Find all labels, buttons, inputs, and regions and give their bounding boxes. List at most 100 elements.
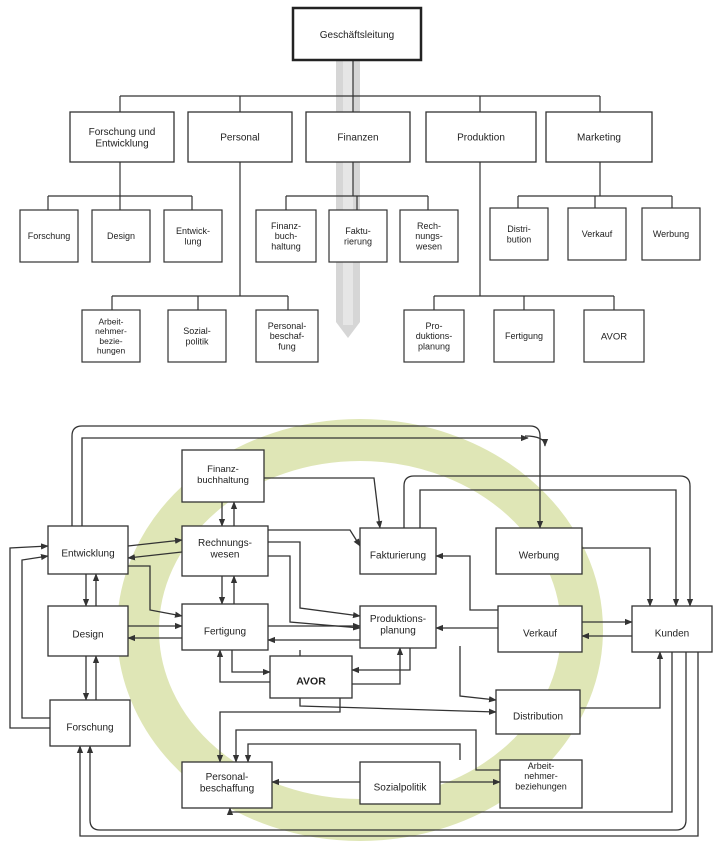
- org-unit-box[interactable]: Rech-nungs-wesen: [399, 209, 459, 263]
- org-unit-label: Werbung: [653, 229, 689, 239]
- label-line: Rech-: [417, 221, 441, 231]
- org-unit-box[interactable]: Forschung: [19, 209, 79, 263]
- org-unit-box[interactable]: AVOR: [583, 309, 645, 363]
- label-line: nungs-: [415, 231, 443, 241]
- org-unit-label: Design: [107, 231, 135, 241]
- node-label: Entwicklung: [61, 549, 114, 560]
- node-design[interactable]: Design: [47, 605, 129, 657]
- node-rechnungswesen[interactable]: Rechnungs-wesen: [181, 525, 269, 577]
- org-dept-box[interactable]: Personal: [187, 111, 293, 163]
- org-unit-box[interactable]: Arbeit-nehmer-bezie-hungen: [81, 309, 141, 363]
- label-line: Entwicklung: [61, 549, 114, 560]
- node-distribution[interactable]: Distribution: [495, 689, 581, 735]
- label-line: Fakturierung: [370, 551, 426, 562]
- label-line: beziehungen: [515, 782, 567, 792]
- label-line: Design: [107, 231, 135, 241]
- label-line: Forschung: [28, 231, 71, 241]
- node-label: Distribution: [513, 712, 563, 723]
- node-produktionsplanung[interactable]: Produktions-planung: [359, 605, 437, 649]
- label-line: bezie-: [99, 336, 122, 346]
- label-line: bution: [507, 234, 532, 244]
- label-line: Sozial-: [183, 326, 211, 336]
- org-root-label: Geschäftsleitung: [320, 30, 395, 41]
- org-dept-box[interactable]: Marketing: [545, 111, 653, 163]
- node-verkauf[interactable]: Verkauf: [497, 605, 583, 653]
- label-line: Finanz-: [207, 464, 239, 475]
- node-label: Arbeit-nehmer-beziehungen: [515, 761, 567, 792]
- label-line: nehmer-: [95, 326, 127, 336]
- org-unit-label: Entwick-lung: [176, 226, 210, 246]
- label-line: Faktu-: [345, 226, 371, 236]
- label-line: duktions-: [416, 331, 453, 341]
- node-label: Kunden: [655, 629, 689, 640]
- label-line: Kunden: [655, 629, 689, 640]
- node-label: AVOR: [296, 676, 326, 688]
- org-unit-label: Fertigung: [505, 331, 543, 341]
- org-unit-label: Forschung: [28, 231, 71, 241]
- org-unit-label: Arbeit-nehmer-bezie-hungen: [95, 316, 127, 355]
- node-label: Produktions-planung: [370, 614, 426, 637]
- node-entwicklung[interactable]: Entwicklung: [47, 525, 129, 575]
- label-line: Personal-: [206, 772, 249, 783]
- label-line: Fertigung: [505, 331, 543, 341]
- node-avor[interactable]: AVOR: [269, 655, 353, 699]
- node-forschung[interactable]: Forschung: [49, 699, 131, 747]
- node-sozialpolitik[interactable]: Sozialpolitik: [359, 761, 441, 805]
- label-line: beschaf-: [270, 331, 305, 341]
- node-label: Werbung: [519, 551, 559, 562]
- node-label: Forschung: [66, 723, 113, 734]
- label-line: Arbeit-: [98, 316, 123, 326]
- node-personalbeschaffung[interactable]: Personal-beschaffung: [181, 761, 273, 809]
- label-line: Werbung: [653, 229, 689, 239]
- org-unit-box[interactable]: Personal-beschaf-fung: [255, 309, 319, 363]
- node-label: Fertigung: [204, 627, 246, 638]
- label-line: Marketing: [577, 133, 621, 144]
- node-fakturierung[interactable]: Fakturierung: [359, 527, 437, 575]
- label-line: politik: [185, 336, 209, 346]
- node-fertigung[interactable]: Fertigung: [181, 603, 269, 651]
- label-line: Pro-: [425, 321, 442, 331]
- label-line: Verkauf: [582, 229, 613, 239]
- node-kunden[interactable]: Kunden: [631, 605, 713, 653]
- label-line: Rechnungs-: [198, 538, 252, 549]
- node-finanzbuchhaltung[interactable]: Finanz-buchhaltung: [181, 449, 265, 503]
- label-line: Entwick-: [176, 226, 210, 236]
- label-line: Finanz-: [271, 221, 301, 231]
- org-dept-box[interactable]: Produktion: [425, 111, 537, 163]
- org-unit-label: Sozial-politik: [183, 326, 211, 346]
- label-line: Arbeit-: [528, 761, 555, 771]
- org-unit-box[interactable]: Design: [91, 209, 151, 263]
- label-line: Forschung und: [89, 127, 156, 138]
- node-werbung[interactable]: Werbung: [495, 527, 583, 575]
- node-label: Rechnungs-wesen: [198, 538, 252, 561]
- network-connectors: [9, 425, 699, 837]
- org-root-box[interactable]: Geschäftsleitung: [291, 6, 423, 62]
- label-line: buch-: [275, 231, 298, 241]
- org-unit-box[interactable]: Sozial-politik: [167, 309, 227, 363]
- highlight-arrow-core: [343, 55, 353, 325]
- label-line: rierung: [344, 236, 372, 246]
- node-arbeitnehmerbeziehungen[interactable]: Arbeit-nehmer-beziehungen: [499, 759, 583, 809]
- label-line: hungen: [97, 346, 126, 356]
- label-line: Forschung: [66, 723, 113, 734]
- node-label: Fakturierung: [370, 551, 426, 562]
- org-unit-box[interactable]: Faktu-rierung: [328, 209, 388, 263]
- org-unit-label: Verkauf: [582, 229, 613, 239]
- org-unit-box[interactable]: Pro-duktions-planung: [403, 309, 465, 363]
- node-label: Finanz-buchhaltung: [197, 464, 249, 486]
- org-unit-box[interactable]: Fertigung: [493, 309, 555, 363]
- org-dept-box[interactable]: Finanzen: [305, 111, 411, 163]
- org-unit-box[interactable]: Entwick-lung: [163, 209, 223, 263]
- label-line: AVOR: [601, 331, 627, 342]
- label-line: haltung: [271, 242, 301, 252]
- org-unit-box[interactable]: Distri-bution: [489, 207, 549, 261]
- org-unit-box[interactable]: Werbung: [641, 207, 701, 261]
- label-line: Produktion: [457, 133, 505, 144]
- org-unit-label: Faktu-rierung: [344, 226, 372, 246]
- org-unit-box[interactable]: Verkauf: [567, 207, 627, 261]
- label-line: Personal-: [268, 321, 307, 331]
- label-line: Personal: [220, 133, 259, 144]
- org-unit-box[interactable]: Finanz-buch-haltung: [255, 209, 317, 263]
